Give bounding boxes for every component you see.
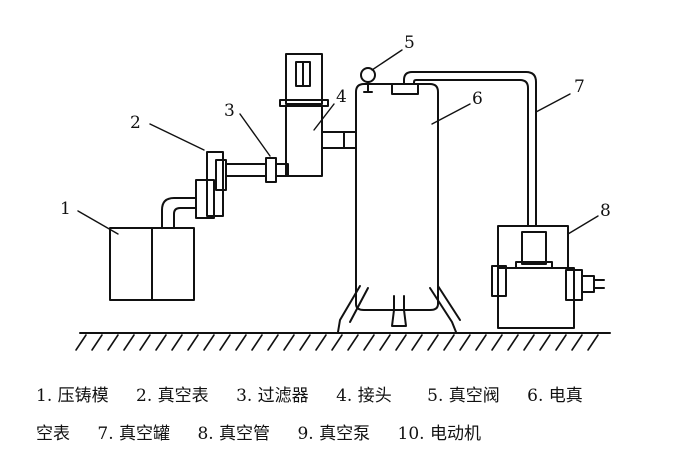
label-6: 6 xyxy=(472,89,483,109)
vacuum-valve xyxy=(360,67,376,93)
label-2: 2 xyxy=(130,113,141,133)
vacuum-tank xyxy=(337,83,461,333)
caption-line-1: 1. 压铸模 2. 真空表 3. 过滤器 4. 接头 5. 真空阀 6. 电真 xyxy=(36,385,666,407)
vacuum-line xyxy=(403,71,537,227)
caption-item: 9. 真空泵 xyxy=(297,424,371,444)
caption-item: 1. 压铸模 xyxy=(36,386,109,406)
fitting xyxy=(279,53,357,177)
caption-item: 10. 电动机 xyxy=(397,424,481,444)
caption-item: 5. 真空阀 xyxy=(427,386,500,406)
label-1: 1 xyxy=(60,199,71,219)
caption-item: 2. 真空表 xyxy=(136,386,209,406)
label-8: 8 xyxy=(600,201,611,221)
leader-lines xyxy=(77,49,599,235)
caption-item: 4. 接头 xyxy=(336,386,392,406)
die-casting-mold xyxy=(109,227,195,301)
ground xyxy=(75,332,611,351)
caption-item: 6. 电真 xyxy=(527,386,583,406)
caption-item: 空表 xyxy=(36,424,70,444)
label-3: 3 xyxy=(224,101,235,121)
label-4: 4 xyxy=(336,87,347,107)
filter xyxy=(265,157,289,183)
vacuum-die-casting-diagram: 1 2 3 4 5 6 7 8 xyxy=(60,33,611,351)
caption-item: 3. 过滤器 xyxy=(236,386,309,406)
vacuum-pump-assembly xyxy=(491,225,605,329)
mold-pipe xyxy=(161,197,197,229)
label-7: 7 xyxy=(574,77,585,97)
caption-item: 7. 真空罐 xyxy=(97,424,171,444)
caption-item: 8. 真空管 xyxy=(197,424,271,444)
vacuum-gauge xyxy=(195,151,267,219)
label-5: 5 xyxy=(404,33,415,53)
caption-line-2: 空表 7. 真空罐 8. 真空管 9. 真空泵 10. 电动机 xyxy=(36,423,666,445)
